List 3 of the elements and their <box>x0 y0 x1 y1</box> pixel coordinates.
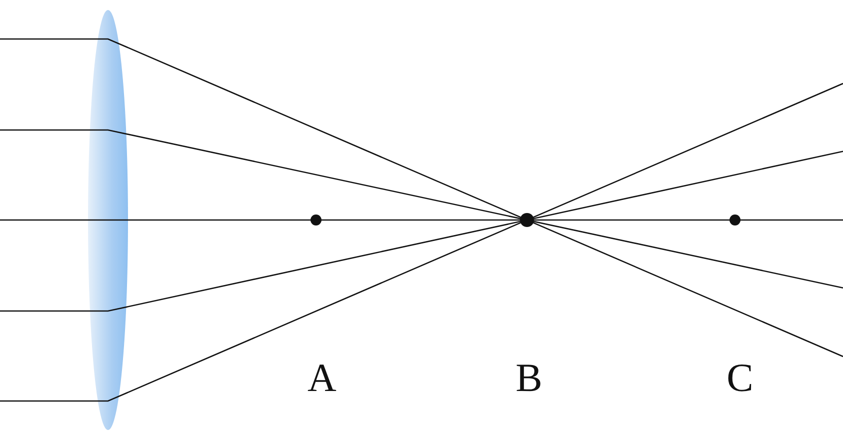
point-label: B <box>516 358 542 398</box>
point-label: A <box>308 358 336 398</box>
point-label: C <box>726 358 754 398</box>
